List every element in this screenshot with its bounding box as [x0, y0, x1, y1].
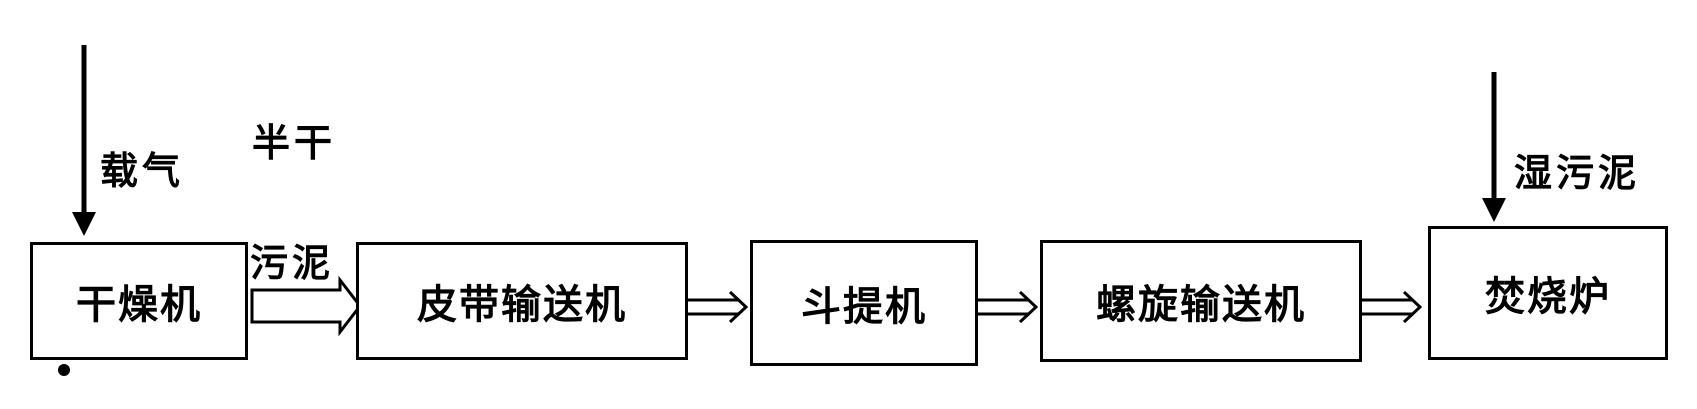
- node-belt-conveyor-label: 皮带输送机: [417, 282, 627, 328]
- outlet-dot: [58, 364, 70, 376]
- label-semi-dry-line1: 半干: [252, 121, 337, 165]
- arrow-elevator-to-screw: [978, 290, 1039, 324]
- arrow-dryer-to-belt: [250, 275, 362, 337]
- label-wet-sludge: 湿污泥: [1514, 151, 1641, 195]
- node-incinerator: 焚烧炉: [1428, 226, 1668, 360]
- node-bucket-elevator-label: 斗提机: [801, 284, 927, 330]
- carrier-gas-arrow: [72, 45, 96, 236]
- label-semi-dry-line2: 污泥: [250, 241, 335, 285]
- node-screw-conveyor: 螺旋输送机: [1040, 240, 1362, 362]
- node-dryer-label: 干燥机: [76, 282, 202, 328]
- wet-sludge-arrow: [1482, 72, 1506, 222]
- node-belt-conveyor: 皮带输送机: [356, 242, 688, 360]
- label-carrier-gas: 载气: [100, 149, 185, 193]
- node-incinerator-label: 焚烧炉: [1485, 274, 1611, 320]
- arrow-belt-to-elevator: [688, 290, 749, 324]
- node-bucket-elevator: 斗提机: [750, 240, 978, 366]
- arrow-screw-to-incinerator: [1362, 290, 1423, 324]
- node-dryer: 干燥机: [30, 242, 248, 360]
- node-screw-conveyor-label: 螺旋输送机: [1096, 282, 1306, 328]
